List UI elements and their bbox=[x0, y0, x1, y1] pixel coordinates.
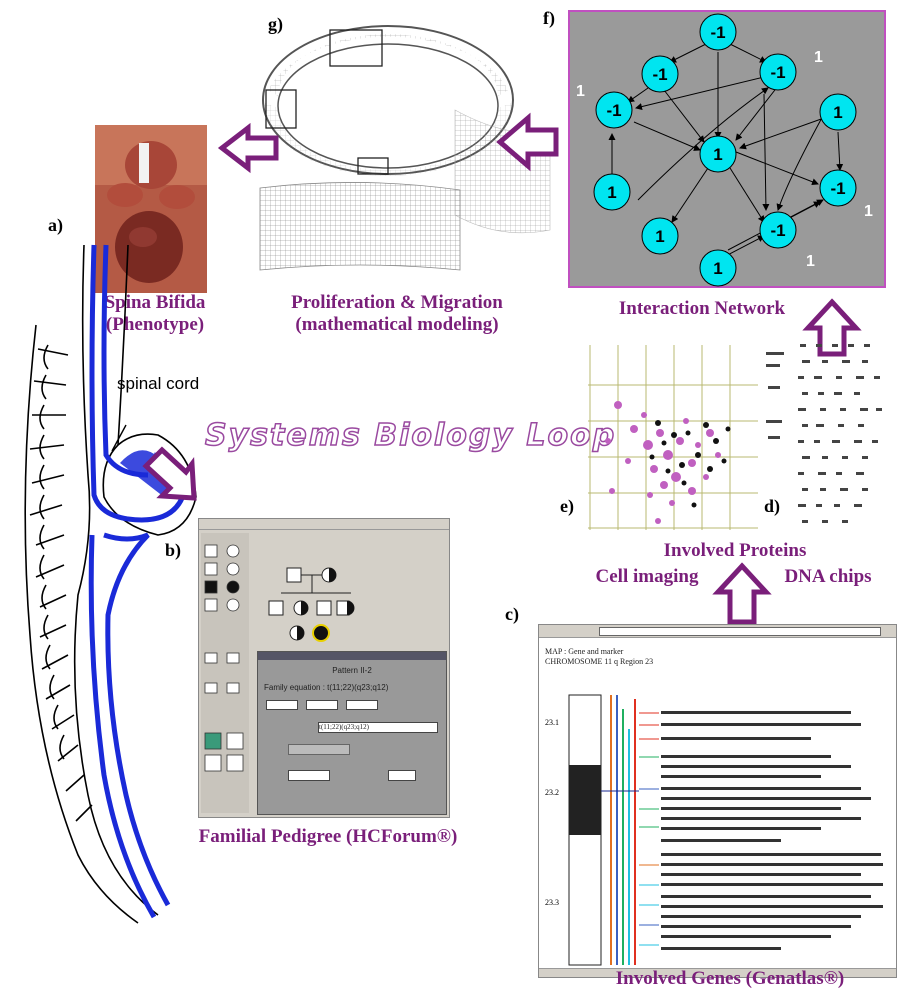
node-label: -1 bbox=[770, 63, 785, 82]
phenotype-caption-line2: (Phenotype) bbox=[105, 314, 205, 335]
node-label: -1 bbox=[652, 65, 667, 84]
panel-a-letter: a) bbox=[48, 215, 63, 235]
panel-c-caption: Involved Genes (Genatlas®) bbox=[615, 968, 845, 989]
dialog-family-equation: Family equation : t(11;22)(q23;q12) bbox=[264, 683, 389, 692]
output-label: 1 bbox=[576, 83, 585, 100]
node-label: 1 bbox=[713, 145, 722, 164]
panel-e-caption: Cell imaging bbox=[595, 566, 699, 587]
cell-imaging-grid bbox=[588, 345, 758, 530]
node-label: -1 bbox=[606, 101, 621, 120]
panel-b-letter: b) bbox=[165, 540, 182, 560]
band-label: 23.3 bbox=[545, 898, 559, 907]
notes-field[interactable] bbox=[288, 744, 350, 755]
panel-g-caption: Proliferation & Migration (mathematical … bbox=[262, 292, 532, 336]
panel-g-letter: g) bbox=[268, 14, 283, 34]
panel-d-letter: d) bbox=[764, 496, 781, 516]
equation-select[interactable]: t(11;22)(q23;q12) bbox=[318, 722, 438, 733]
dialog-fields bbox=[266, 700, 436, 710]
panel-d-caption: DNA chips bbox=[784, 566, 872, 587]
node-label: 1 bbox=[607, 183, 616, 202]
panel-f-letter: f) bbox=[543, 8, 555, 28]
menu-bar bbox=[199, 519, 449, 530]
status-bar bbox=[539, 968, 896, 977]
phenotype-caption-line1: Spina Bifida bbox=[104, 292, 206, 313]
node-label: -1 bbox=[710, 23, 725, 42]
panel-g-caption-line2: (mathematical modeling) bbox=[295, 314, 499, 335]
band-label: 23.2 bbox=[545, 788, 559, 797]
systems-biology-loop-title: Systems Biology Loop bbox=[204, 417, 617, 454]
output-label: 1 bbox=[864, 203, 873, 220]
dna-chip-arrays bbox=[766, 344, 882, 523]
pedigree-app-window: Pattern II-2 Family equation : t(11;22)(… bbox=[198, 518, 450, 818]
node-label: -1 bbox=[830, 179, 845, 198]
map-title: MAP : Gene and marker bbox=[545, 647, 624, 656]
spine-drawing bbox=[24, 244, 197, 924]
proteins-caption: Involved Proteins bbox=[663, 540, 807, 561]
node-label: 1 bbox=[713, 259, 722, 278]
interaction-network: -1 -1 -1 -1 1 1 1 1 1 -1 -1 1 1 1 1 bbox=[568, 10, 886, 288]
node-label: 1 bbox=[833, 103, 842, 122]
age-onset-field[interactable] bbox=[346, 700, 378, 710]
panel-e-letter: e) bbox=[560, 496, 574, 516]
birth-field[interactable] bbox=[266, 700, 298, 710]
spinal-cord-annotation: spinal cord bbox=[117, 374, 200, 393]
output-label: 1 bbox=[814, 49, 823, 66]
symbol-palette bbox=[201, 533, 249, 813]
node-label: -1 bbox=[770, 221, 785, 240]
panel-f-caption: Interaction Network bbox=[618, 298, 786, 319]
map-subtitle: CHROMOSOME 11 q Region 23 bbox=[545, 657, 654, 666]
phenotype-caption: Spina Bifida (Phenotype) bbox=[85, 292, 225, 336]
dialog-title: Pattern II-2 bbox=[332, 666, 372, 675]
phenotype-select[interactable] bbox=[288, 770, 330, 781]
browser-toolbar bbox=[539, 625, 896, 638]
pedigree-tree bbox=[268, 567, 355, 642]
output-label: 1 bbox=[806, 253, 815, 270]
chromosome-map: 23.1 23.2 23.3 bbox=[545, 694, 883, 966]
panel-g-caption-line1: Proliferation & Migration bbox=[291, 292, 503, 313]
genatlas-browser-window: MAP : Gene and marker CHROMOSOME 11 q Re… bbox=[538, 624, 897, 978]
rh-field[interactable] bbox=[388, 770, 416, 781]
arrow-to-proteins bbox=[712, 562, 772, 625]
address-bar[interactable] bbox=[599, 627, 881, 636]
panel-c-letter: c) bbox=[505, 604, 519, 624]
pattern-dialog: Pattern II-2 Family equation : t(11;22)(… bbox=[257, 651, 447, 815]
symbol-grid bbox=[204, 544, 244, 772]
infant-photo bbox=[95, 125, 207, 293]
node-label: 1 bbox=[655, 227, 664, 246]
band-label: 23.1 bbox=[545, 718, 559, 727]
panel-b-caption: Familial Pedigree (HCForum®) bbox=[198, 826, 458, 847]
age-field[interactable] bbox=[306, 700, 338, 710]
ring-model-figure bbox=[259, 25, 551, 271]
